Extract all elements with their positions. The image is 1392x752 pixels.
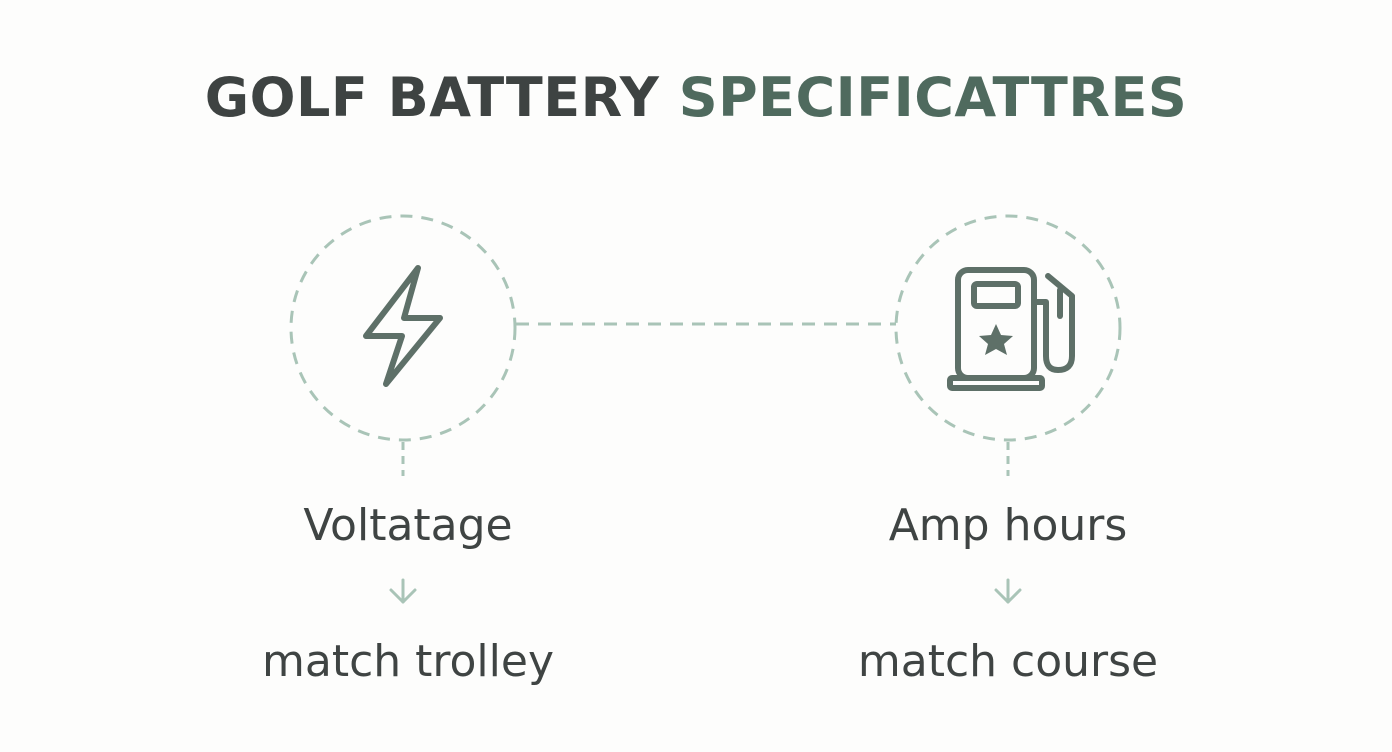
- amp-hours-label: Amp hours: [888, 500, 1128, 551]
- voltage-circle: [289, 214, 517, 442]
- page-title: GOLF BATTERY SPECIFICATTRES: [0, 66, 1392, 129]
- voltage-label: Voltatage: [303, 500, 513, 551]
- title-part-2: SPECIFICATTRES: [678, 66, 1188, 129]
- lightning-bolt-icon: [363, 265, 443, 387]
- amp-hours-note: match course: [857, 636, 1159, 687]
- star-icon: [979, 324, 1013, 355]
- amp-hours-arrow-icon: [994, 578, 1022, 604]
- voltage-arrow-icon: [389, 578, 417, 604]
- voltage-note: match trolley: [262, 636, 554, 687]
- title-part-1: GOLF BATTERY: [204, 66, 660, 129]
- fuel-pump-icon: [947, 267, 1075, 391]
- amp-hours-circle: [894, 214, 1122, 442]
